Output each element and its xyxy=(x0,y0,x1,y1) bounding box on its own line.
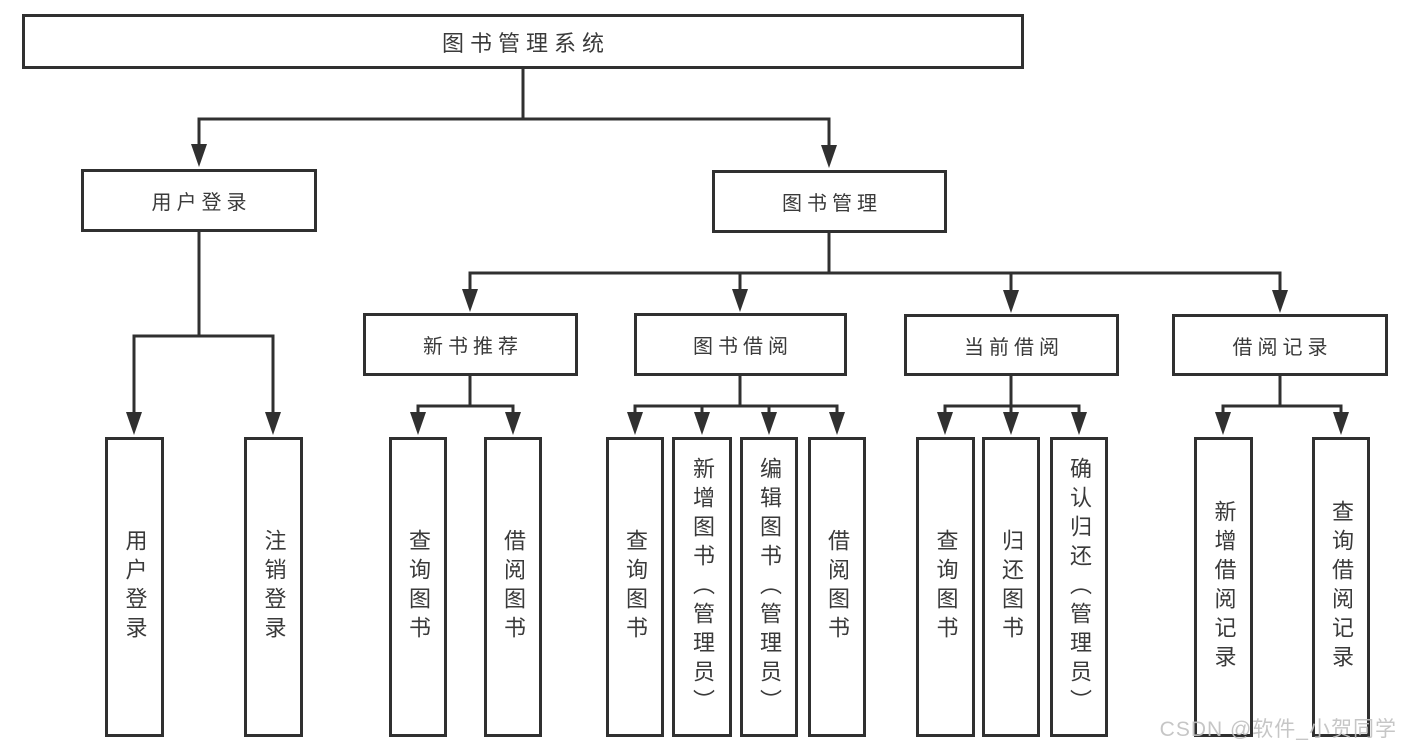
node-new-book-recommendation: 新书推荐 xyxy=(363,313,578,376)
leaf-query-books-newbook: 查询图书 xyxy=(389,437,447,737)
leaf-add-borrow-record: 新增借阅记录 xyxy=(1194,437,1253,737)
leaf-query-books-borrow: 查询图书 xyxy=(606,437,664,737)
node-label: 图书借阅 xyxy=(693,336,793,358)
leaf-confirm-return-admin: 确认归还（管理员） xyxy=(1050,437,1108,737)
node-label: 用户登录 xyxy=(151,192,252,214)
leaf-return-book: 归还图书 xyxy=(982,437,1040,737)
node-book-borrowing: 图书借阅 xyxy=(634,313,847,376)
leaf-query-borrow-record: 查询借阅记录 xyxy=(1312,437,1370,737)
node-label: 图书管理系统 xyxy=(441,30,610,56)
leaf-logout: 注销登录 xyxy=(244,437,303,737)
node-book-management: 图书管理 xyxy=(712,170,947,233)
node-label: 当前借阅 xyxy=(964,336,1064,359)
node-current-borrowing: 当前借阅 xyxy=(904,314,1119,376)
leaf-user-login: 用户登录 xyxy=(105,437,164,737)
leaf-query-books-current: 查询图书 xyxy=(916,437,975,737)
leaf-borrow-books-newbook: 借阅图书 xyxy=(484,437,542,737)
leaf-add-book-admin: 新增图书（管理员） xyxy=(672,437,732,737)
node-label: 新书推荐 xyxy=(423,336,523,358)
node-label: 图书管理 xyxy=(782,193,882,215)
leaf-borrow-books-borrow: 借阅图书 xyxy=(808,437,866,737)
node-book-management-system: 图书管理系统 xyxy=(22,14,1024,69)
node-borrowing-records: 借阅记录 xyxy=(1172,314,1388,376)
leaf-edit-book-admin: 编辑图书（管理员） xyxy=(740,437,798,737)
csdn-watermark: CSDN @软件_小贺同学 xyxy=(1159,718,1397,741)
node-label: 借阅记录 xyxy=(1232,336,1333,359)
node-user-login: 用户登录 xyxy=(81,169,317,232)
